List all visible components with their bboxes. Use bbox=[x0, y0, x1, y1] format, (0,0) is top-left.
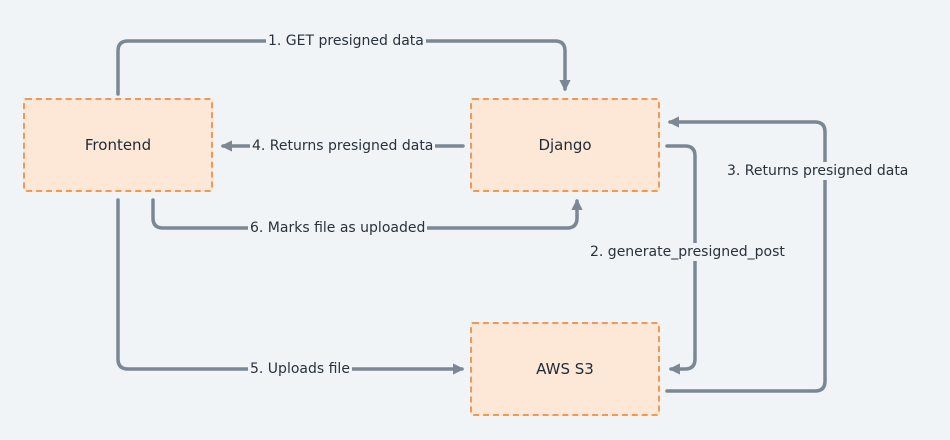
edge-label-s3-returns: 3. Returns presigned data bbox=[725, 162, 911, 180]
edge-label-generate-post: 2. generate_presigned_post bbox=[588, 243, 787, 261]
edge-label-uploads-file: 5. Uploads file bbox=[248, 360, 352, 378]
edge-label-django-returns: 4. Returns presigned data bbox=[250, 137, 436, 155]
node-aws-s3: AWS S3 bbox=[470, 322, 660, 416]
node-aws-s3-label: AWS S3 bbox=[536, 360, 594, 378]
node-frontend: Frontend bbox=[23, 98, 213, 192]
node-frontend-label: Frontend bbox=[84, 136, 152, 154]
edge-s3-returns bbox=[665, 116, 827, 393]
node-django: Django bbox=[470, 98, 660, 192]
edge-label-marks-uploaded: 6. Marks file as uploaded bbox=[248, 219, 428, 237]
node-django-label: Django bbox=[538, 136, 592, 154]
edge-uploads-file bbox=[116, 198, 465, 375]
edge-label-get-presigned: 1. GET presigned data bbox=[266, 32, 426, 50]
